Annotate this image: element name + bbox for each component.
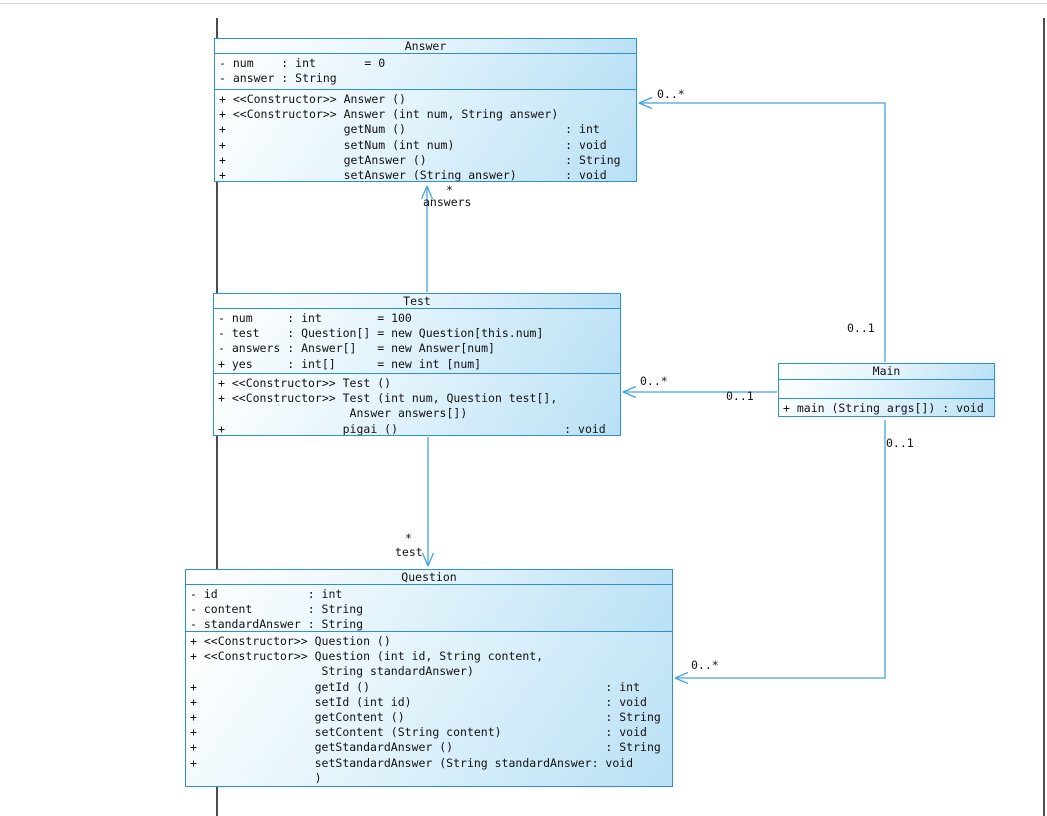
main-test-association[interactable] (622, 385, 777, 399)
main-test-association-arrowhead (622, 391, 637, 399)
class-main-title: Main (779, 364, 994, 380)
test-question-association-arrowhead (427, 552, 435, 567)
class-test-methods: + <<Constructor>> Test () + <<Constructo… (214, 373, 620, 435)
page-top-rule (0, 3, 1047, 4)
test-question-association-arrowhead (421, 552, 429, 567)
class-question-attributes: - id : int - content : String - standard… (186, 585, 672, 631)
class-test-attributes: - num : int = 100 - test : Question[] = … (214, 309, 620, 373)
class-question-methods: + <<Constructor>> Question () + <<Constr… (186, 631, 672, 786)
test-answer-association-arrowhead (420, 185, 428, 200)
class-question-title: Question (186, 570, 672, 585)
main-question-association-arrowhead (674, 671, 689, 679)
main-test-association-arrowhead (622, 385, 637, 393)
main-answer-association[interactable] (638, 96, 886, 363)
class-main-methods: + main (String args[]) : void (779, 398, 994, 416)
test-answer-association[interactable] (420, 185, 434, 292)
class-main[interactable]: Main + main (String args[]) : void (778, 363, 995, 417)
class-main-attributes (779, 380, 994, 398)
main-answer-association-arrowhead (638, 96, 653, 104)
test-answer-association-arrowhead (426, 185, 434, 200)
main-answer-association-arrowhead (638, 102, 653, 110)
main-question-association-arrowhead (674, 677, 689, 685)
class-answer-attributes: - num : int = 0 - answer : String (215, 54, 636, 89)
class-answer-methods: + <<Constructor>> Answer () + <<Construc… (215, 89, 636, 181)
test-question-association[interactable] (421, 437, 435, 567)
page-boundary-right (1043, 18, 1045, 816)
class-answer-title: Answer (215, 39, 636, 54)
class-answer[interactable]: Answer- num : int = 0 - answer : String+… (214, 38, 637, 182)
main-question-association[interactable] (674, 420, 886, 685)
class-test-title: Test (214, 294, 620, 309)
class-question[interactable]: Question- id : int - content : String - … (185, 569, 673, 787)
class-test[interactable]: Test- num : int = 100 - test : Question[… (213, 293, 621, 436)
